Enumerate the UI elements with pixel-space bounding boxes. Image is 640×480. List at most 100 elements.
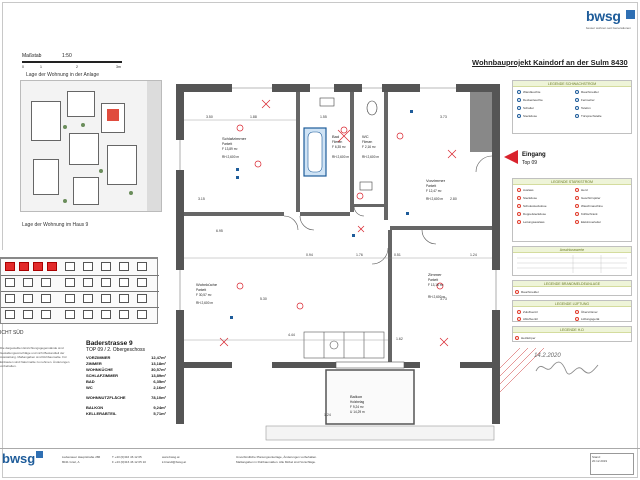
smoke-detector-icon	[515, 290, 519, 294]
shaft	[470, 92, 492, 152]
total-area: 78,10m²	[151, 395, 166, 400]
legend-symbol-icon	[517, 204, 521, 208]
legend-symbol-icon	[575, 317, 579, 321]
room-label-vorzimmer: Vorzimmer	[426, 178, 446, 183]
room-area: 6,35m²	[153, 379, 166, 384]
footer-web: www.bwsg.at k.brandl@bwsg.at	[162, 455, 187, 464]
site-building	[33, 159, 59, 195]
legend-symbol-icon	[517, 310, 521, 314]
elevation-window	[41, 294, 51, 303]
entrance-unit: Top 09	[522, 160, 538, 166]
elevation-window	[83, 278, 93, 287]
legend-lighting: LEGENDE SCHWACHSTROM Wandleuchte Deckenl…	[512, 80, 632, 134]
dim-label: 1.24	[324, 413, 331, 417]
disclaimer-text: Die dargestellten Einrichtungsgegenständ…	[0, 346, 70, 368]
wall-hall-room	[390, 226, 492, 230]
door-swing	[475, 155, 493, 173]
room-area: F 9,24 m²	[350, 405, 364, 409]
room-area: F 13,89 m²	[222, 147, 237, 151]
elevation-label: ICHT SÜD	[0, 330, 24, 336]
room-name: ZIMMER	[86, 361, 102, 366]
legend-symbol-icon	[575, 106, 579, 110]
legend-item-label: Überströmer	[581, 309, 598, 314]
wall-sleep-living	[184, 212, 284, 216]
tree-icon	[81, 123, 85, 127]
elevation-window-highlight	[47, 262, 57, 271]
legend-fire-alarm: LEGENDE BRANDMELDEANLAGE Rauchmelder	[512, 280, 632, 296]
legend-symbol-icon	[575, 90, 579, 94]
legend-item-label: Kühlschrank	[581, 211, 598, 216]
balcony-door	[335, 361, 405, 369]
legend-items: Rauchmelder	[513, 287, 631, 298]
elevation-window	[119, 310, 129, 319]
building-elevation	[0, 250, 160, 328]
room-area: F 30,57 m²	[196, 293, 211, 297]
site-road	[147, 81, 161, 211]
sanitary-fixtures	[319, 97, 378, 191]
dim-label: 3.73	[440, 297, 447, 301]
outlet-icon	[410, 110, 413, 113]
site-building	[69, 133, 99, 165]
wall-east	[492, 84, 500, 424]
legend-item-label: Schukosteckdose	[523, 203, 547, 208]
elevation-window	[137, 310, 147, 319]
hatch-line	[499, 347, 529, 377]
balcony-outline	[325, 369, 415, 425]
legend-title: LEGENDE SCHWACHSTROM	[513, 81, 631, 87]
legend-symbol-icon	[517, 188, 521, 192]
dim-label: 1.62	[396, 337, 403, 341]
legend-item-label: Fernseher	[581, 97, 595, 102]
ground-strip	[265, 425, 495, 441]
outlet-icon	[230, 316, 233, 319]
toilet	[366, 100, 378, 116]
legend-symbol-icon	[517, 114, 521, 118]
legend-items: Wandleuchte Deckenleuchte Schalter Steck…	[513, 87, 631, 118]
room-labels: Schlafzimmer Parkett F 13,89 m² RH 2,600…	[196, 134, 446, 414]
signature-stroke	[535, 361, 599, 375]
dim-label: 3.50	[206, 115, 213, 119]
tree-icon	[129, 191, 133, 195]
door-swing	[283, 215, 299, 231]
legend-item-label: Waschmaschine	[581, 203, 603, 208]
extra-area: 5,71m²	[153, 411, 166, 416]
elevation-window-highlight	[19, 262, 29, 271]
legend-item-label: Geschirrspüler	[581, 195, 601, 200]
elevation-window-highlight	[5, 262, 15, 271]
legend-item-label: Telefon	[581, 105, 591, 110]
dim-label: 2.80	[450, 197, 457, 201]
wash-machine	[359, 181, 373, 191]
room-height: RH 2,600 m	[332, 155, 349, 159]
elevation-window	[5, 294, 15, 303]
legend-symbol-icon	[575, 220, 579, 224]
scale-tick: 0	[22, 65, 24, 69]
elevation-window	[23, 310, 33, 319]
legend-symbol-icon	[517, 317, 521, 321]
room-label-balkon: Balkon	[350, 394, 362, 399]
elevation-window	[65, 262, 75, 271]
wall-sleep-bath	[296, 92, 300, 212]
footer-logo-square-icon	[36, 451, 44, 458]
switch-icon	[261, 99, 271, 109]
legend-symbol-icon	[517, 220, 521, 224]
switch-icon	[357, 225, 365, 233]
legend-item-label: Lüftungsgerät	[581, 316, 600, 321]
elevation-floor-line	[1, 291, 159, 292]
legend-item-label: Zuluftventil	[523, 309, 538, 314]
elevation-floor-line	[1, 307, 159, 308]
room-label-bad: Bad	[332, 134, 339, 139]
footer-contact: T +43 (0)316 46 12 05 F +43 (0)316 46 12…	[112, 455, 146, 464]
wall-wc-hall	[384, 92, 388, 220]
room-floor: Holzbelag	[350, 400, 364, 404]
room-name: VORZIMMER	[86, 355, 111, 360]
wall-west	[176, 84, 184, 424]
window-glass-lines	[179, 87, 497, 310]
footer-stamp: Stand: 20.12.2019	[590, 453, 634, 475]
door-swing	[353, 205, 365, 217]
switch-icon	[219, 337, 229, 347]
room-label-schlafzimmer: Schlafzimmer	[222, 136, 247, 141]
site-heading: Lage der Wohnung in der Anlage	[26, 72, 100, 78]
